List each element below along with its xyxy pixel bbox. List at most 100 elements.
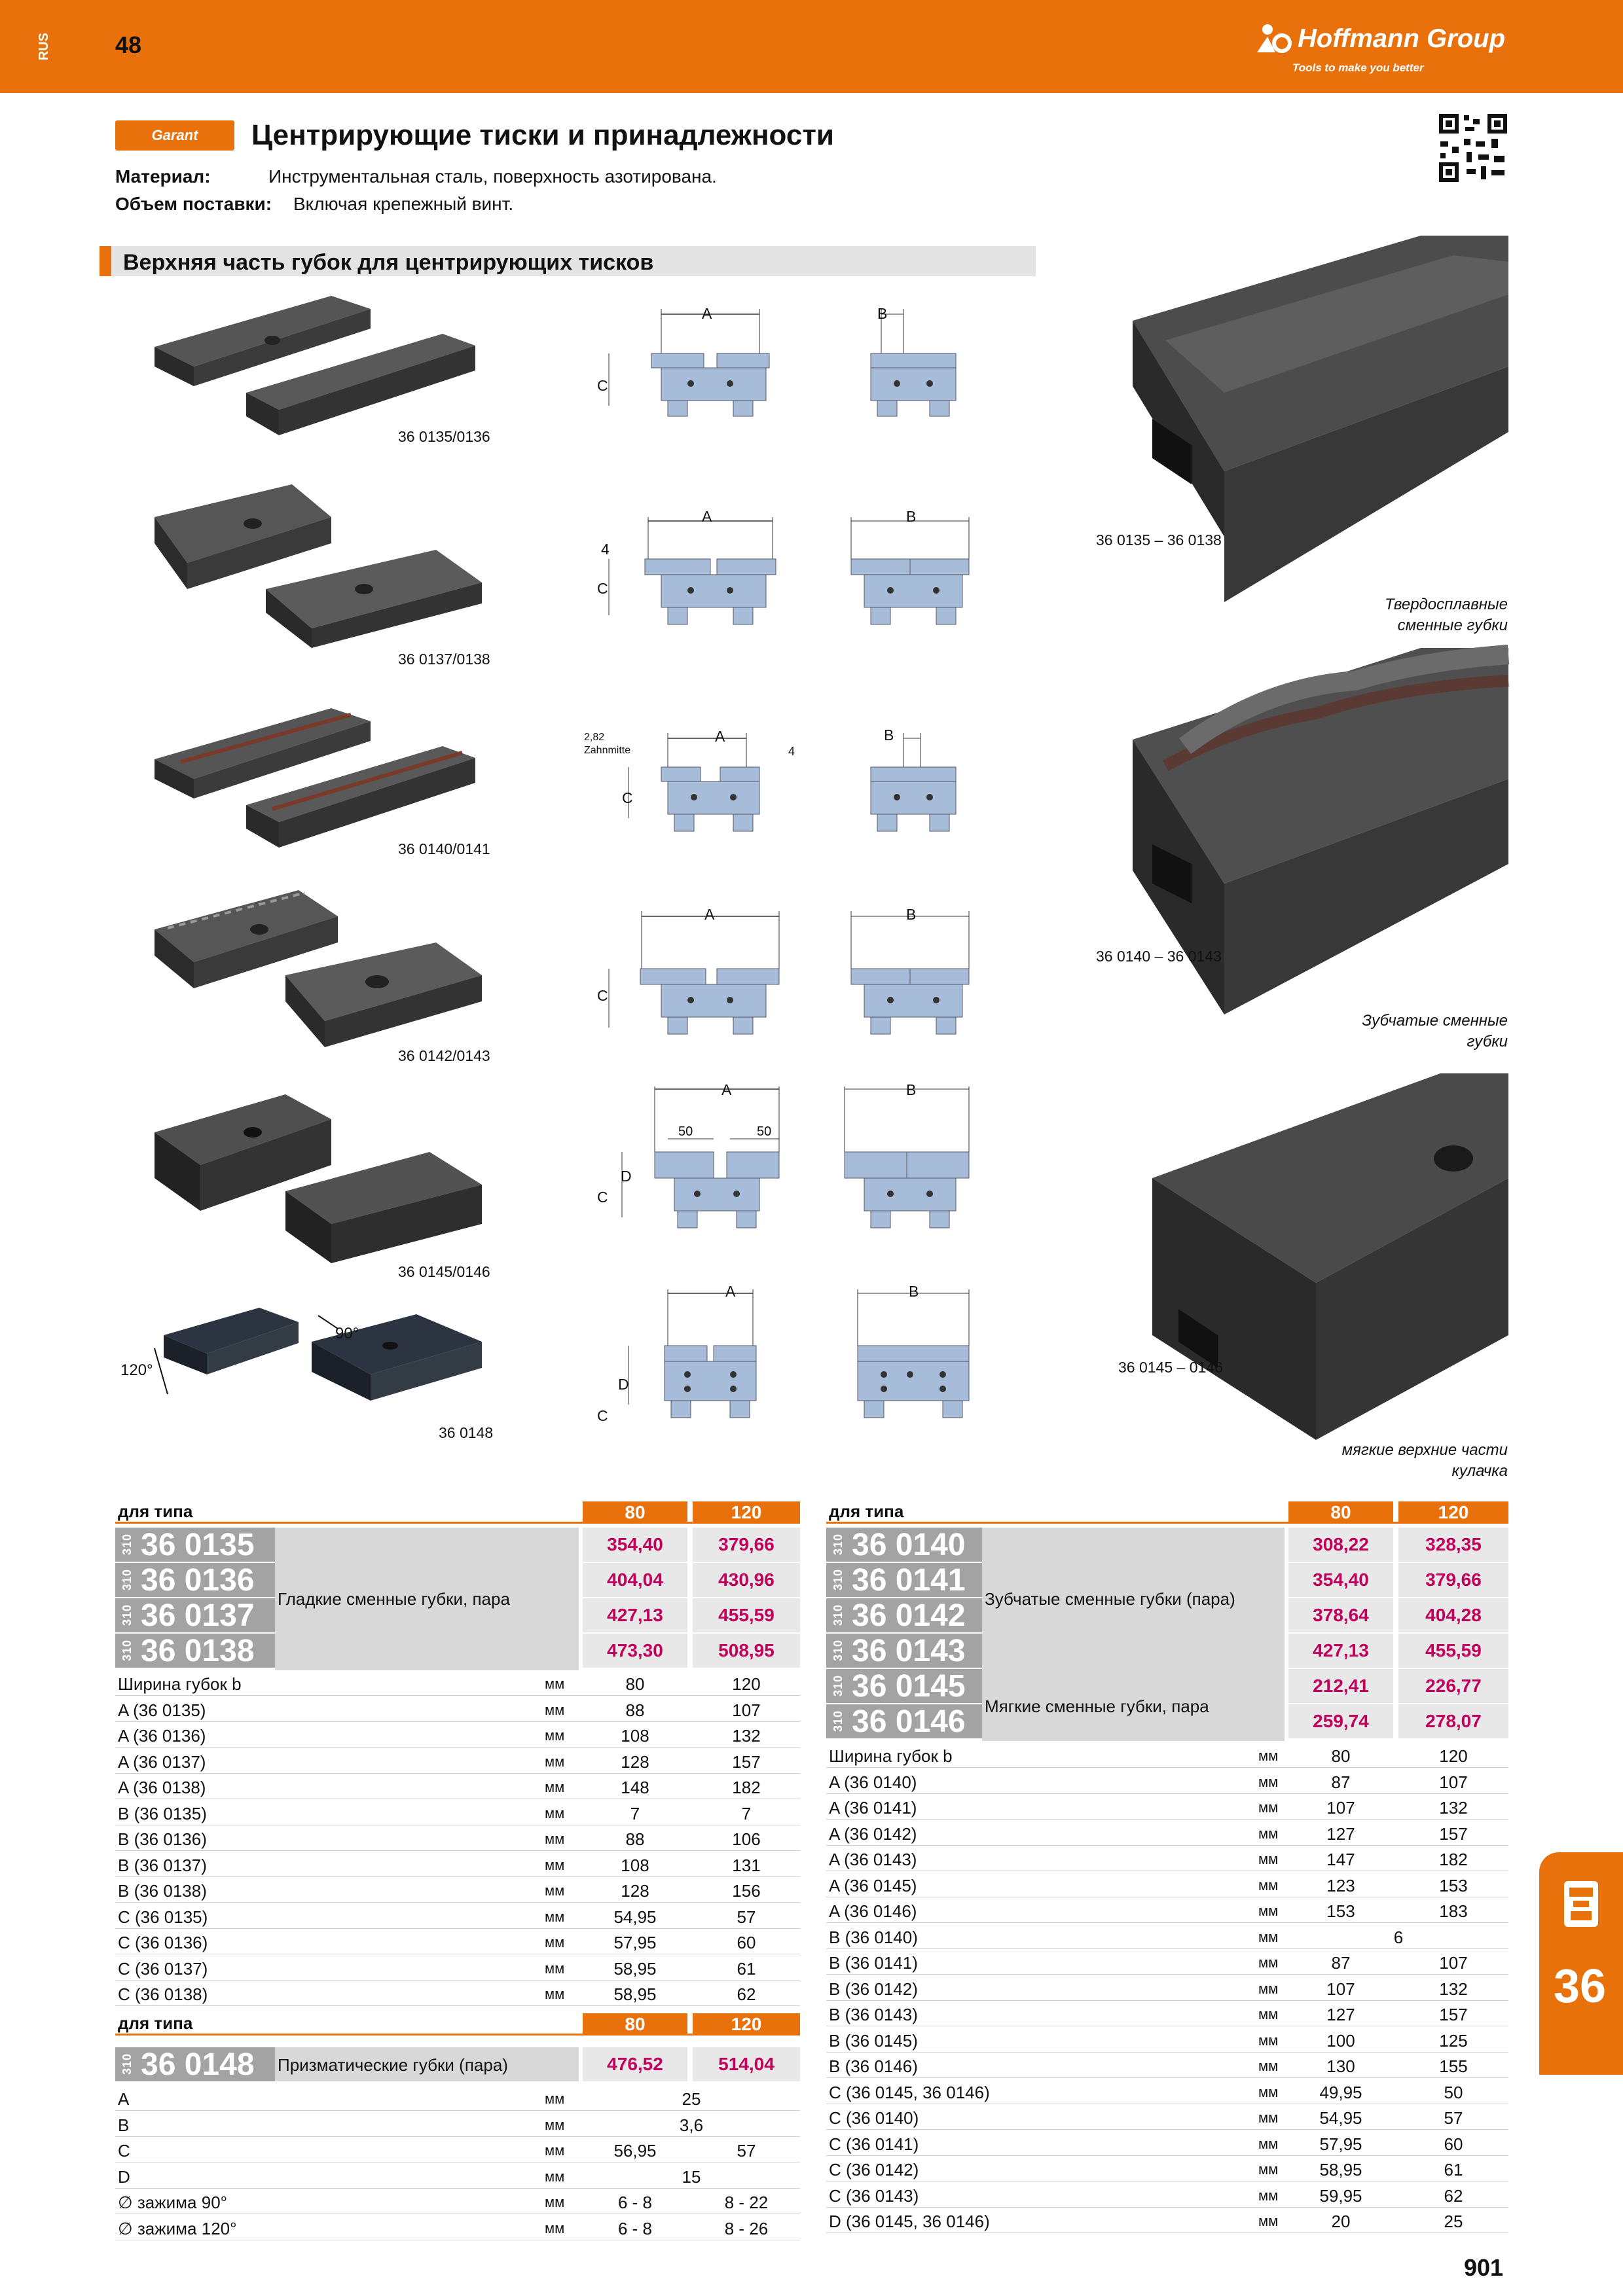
t3-spec-name: A (36 0141) bbox=[829, 1798, 917, 1818]
big-photo-soft-jaw bbox=[1152, 1073, 1508, 1440]
dim-a-2: A bbox=[702, 508, 712, 525]
t1-spec-name: B (36 0135) bbox=[118, 1803, 207, 1823]
t3-art-number: 36 0145 bbox=[852, 1668, 966, 1704]
t1-spec-value-120: 120 bbox=[732, 1674, 761, 1694]
language-code: RUS bbox=[37, 33, 51, 61]
t3-spec-value-80: 80 bbox=[1331, 1746, 1351, 1766]
dim-50-left: 50 bbox=[678, 1124, 693, 1139]
t1-spec-name: C (36 0137) bbox=[118, 1958, 208, 1979]
qr-code-icon[interactable] bbox=[1438, 113, 1508, 183]
t3-spec-value-80: 100 bbox=[1326, 2030, 1355, 2051]
page-number-top: 48 bbox=[115, 31, 142, 58]
t3-spec-value-80: 58,95 bbox=[1319, 2160, 1362, 2179]
chapter-number: 36 bbox=[1554, 1960, 1607, 2013]
t3-spec-value-120: 107 bbox=[1439, 1772, 1468, 1792]
dim-b-6: B bbox=[909, 1283, 919, 1300]
dim-c-4: C bbox=[597, 987, 608, 1004]
t3-spec-name: C (36 0141) bbox=[829, 2134, 919, 2154]
t3-spec-unit: мм bbox=[1258, 1773, 1279, 1790]
t3-price-120: 278,07 bbox=[1398, 1704, 1508, 1738]
t3-spec-unit: мм bbox=[1258, 2083, 1279, 2100]
t1-spec-value-120: 60 bbox=[737, 1933, 756, 1952]
t3-spec-name: C (36 0142) bbox=[829, 2160, 919, 2179]
t2-spec-name: B bbox=[118, 2115, 130, 2135]
t1-spec-value-80: 7 bbox=[630, 1803, 640, 1823]
brand-logo: Hoffmann Group bbox=[1256, 24, 1505, 54]
t2-spec-value-120: 57 bbox=[737, 2141, 756, 2161]
t1-spec-value-120: 156 bbox=[732, 1881, 761, 1901]
material-value: Инструментальная сталь, поверхность азот… bbox=[268, 166, 717, 187]
t3-spec-unit: мм bbox=[1258, 1748, 1279, 1764]
photo-label-2: 36 0137/0138 bbox=[398, 651, 490, 668]
t1-spec-value-120: 57 bbox=[737, 1907, 756, 1927]
t3-spec-value-120: 125 bbox=[1439, 2030, 1468, 2051]
t1-spec-value-120: 62 bbox=[737, 1984, 756, 2004]
t3-spec-value-120: 157 bbox=[1439, 1823, 1468, 1844]
t1-spec-unit: мм bbox=[545, 1727, 565, 1744]
t3-desc1: Зубчатые сменные губки (пара) bbox=[985, 1589, 1235, 1609]
t2-spec-unit: мм bbox=[545, 2168, 565, 2185]
dim-c-3: C bbox=[622, 789, 633, 806]
t1-col-80: 80 bbox=[583, 1501, 687, 1524]
t1-price-80: 427,13 bbox=[583, 1598, 687, 1632]
t3-art-number: 36 0142 bbox=[852, 1598, 966, 1633]
t3-spec-name: Ширина губок b bbox=[829, 1746, 953, 1766]
drawing-a-3 bbox=[628, 733, 760, 832]
big-photo-smooth-jaw bbox=[1133, 236, 1508, 602]
scope-label: Объем поставки: bbox=[115, 194, 272, 214]
t3-spec-value-120: 107 bbox=[1439, 1953, 1468, 1973]
t3-spec-name: C (36 0143) bbox=[829, 2185, 919, 2206]
dim-a-4: A bbox=[704, 906, 715, 923]
t1-price-80: 473,30 bbox=[583, 1634, 687, 1668]
t2-spec-unit: мм bbox=[545, 2194, 565, 2210]
t3-desc2: Мягкие сменные губки, пара bbox=[985, 1696, 1209, 1716]
t1-spec-unit: мм bbox=[545, 1779, 565, 1795]
t3-spec-name: B (36 0143) bbox=[829, 2005, 918, 2024]
t3-spec-name: B (36 0140) bbox=[829, 1927, 918, 1947]
t3-spec-value-80: 57,95 bbox=[1319, 2134, 1362, 2154]
t1-spec-value-80: 108 bbox=[621, 1726, 649, 1746]
t1-spec-value-80: 57,95 bbox=[613, 1933, 657, 1952]
t1-price-80: 404,04 bbox=[583, 1563, 687, 1597]
t1-spec-name: A (36 0135) bbox=[118, 1700, 206, 1720]
dim-50-right: 50 bbox=[757, 1124, 772, 1139]
big-code-2: 36 0140 – 36 0143 bbox=[1096, 948, 1222, 965]
t3-price-120: 379,66 bbox=[1398, 1563, 1508, 1597]
t2-spec-value: 3,6 bbox=[679, 2115, 704, 2135]
t1-spec-value-80: 108 bbox=[621, 1855, 649, 1875]
t2-spec-unit: мм bbox=[545, 2116, 565, 2133]
t1-spec-unit: мм bbox=[545, 1934, 565, 1950]
t3-spec-name: D (36 0145, 36 0146) bbox=[829, 2212, 990, 2231]
dim-b-5: B bbox=[906, 1081, 917, 1098]
t1-spec-value-80: 128 bbox=[621, 1751, 649, 1772]
top-bar bbox=[0, 0, 1623, 93]
t3-price-80: 259,74 bbox=[1288, 1704, 1393, 1738]
t1-spec-name: A (36 0136) bbox=[118, 1726, 206, 1746]
drawing-b-4 bbox=[850, 911, 970, 1035]
t3-art-number: 36 0140 bbox=[852, 1527, 966, 1562]
t1-spec-value-80: 88 bbox=[625, 1700, 645, 1720]
t1-art-number: 36 0137 bbox=[141, 1598, 255, 1633]
t1-spec-name: B (36 0138) bbox=[118, 1881, 207, 1901]
t2-spec-name: C bbox=[118, 2141, 130, 2161]
t2-col-80: 80 bbox=[583, 2013, 687, 2036]
t2-spec-value-120: 8 - 26 bbox=[724, 2218, 769, 2238]
big-photo-toothed-jaw bbox=[1133, 645, 1510, 1014]
dim-b-2: B bbox=[906, 508, 917, 525]
t2-spec-value: 25 bbox=[682, 2089, 701, 2109]
t3-spec-name: B (36 0141) bbox=[829, 1953, 918, 1973]
t1-spec-unit: мм bbox=[545, 1856, 565, 1873]
t1-spec-unit: мм bbox=[545, 1986, 565, 2002]
chapter-tab[interactable]: 36 bbox=[1539, 1852, 1623, 2075]
t3-spec-value-80: 87 bbox=[1331, 1953, 1351, 1973]
